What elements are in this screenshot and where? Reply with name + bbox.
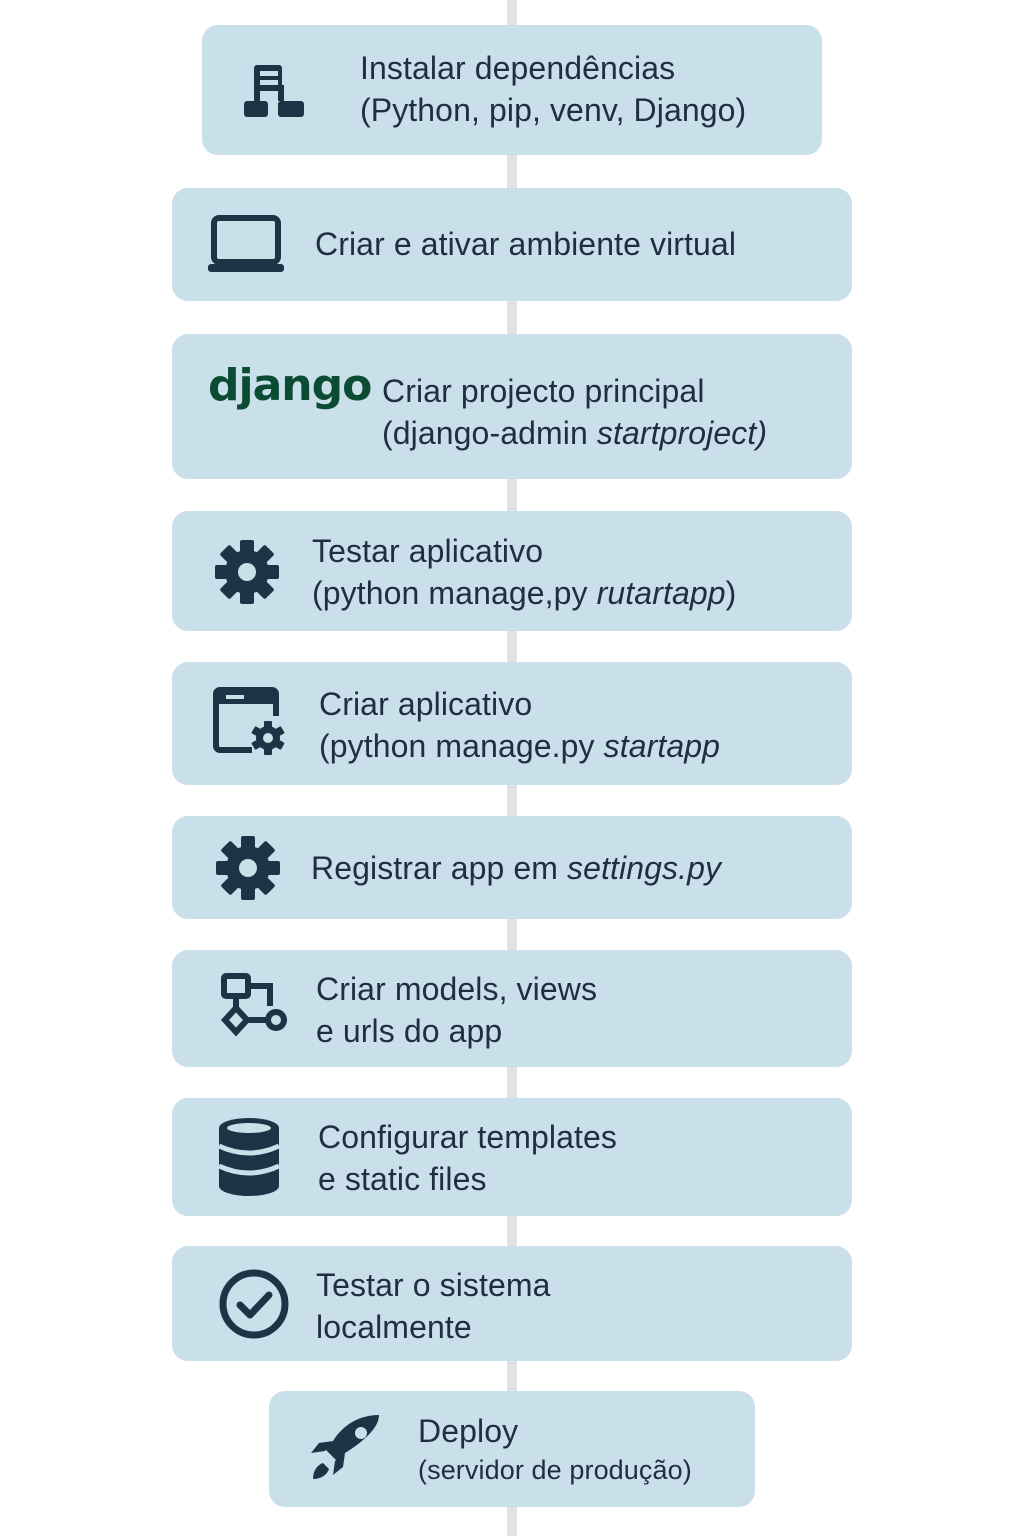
step-filename: settings.py bbox=[567, 850, 722, 886]
step-subtitle: (python manage.py bbox=[319, 728, 604, 764]
step-subtitle: (servidor de produção) bbox=[418, 1455, 692, 1485]
gear-icon bbox=[212, 537, 282, 607]
step-title: Criar models, views bbox=[316, 971, 598, 1007]
step-subtitle: (django-admin bbox=[382, 415, 597, 451]
step-title: Criar projecto principal bbox=[382, 373, 705, 409]
step-command: startapp bbox=[603, 728, 721, 764]
step-subtitle: localmente bbox=[316, 1309, 472, 1345]
step-title: Criar aplicativo bbox=[319, 686, 533, 722]
step-install-dependencies: Instalar dependências (Python, pip, venv… bbox=[202, 25, 822, 155]
step-configure-templates: Configurar templates e static files bbox=[172, 1098, 852, 1216]
step-title: Criar e ativar ambiente virtual bbox=[315, 226, 737, 262]
step-subtitle: e urls do app bbox=[316, 1013, 503, 1049]
step-create-app: Criar aplicativo (python manage.py start… bbox=[172, 662, 852, 785]
step-create-virtualenv: Criar e ativar ambiente virtual bbox=[172, 188, 852, 301]
step-deploy: Deploy (servidor de produção) bbox=[269, 1391, 755, 1507]
step-create-project: django Criar projecto principal (django-… bbox=[172, 334, 852, 479]
step-title: Configurar templates bbox=[318, 1119, 618, 1155]
gear-icon bbox=[213, 833, 283, 903]
sitemap-icon bbox=[240, 57, 310, 123]
step-title: Registrar app em bbox=[311, 850, 568, 886]
django-logo: django bbox=[208, 360, 372, 411]
step-title: Testar aplicativo bbox=[312, 533, 544, 569]
step-title: Instalar dependências bbox=[360, 50, 676, 86]
step-command: startproject) bbox=[596, 415, 768, 451]
step-title: Testar o sistema bbox=[316, 1267, 551, 1303]
rocket-icon bbox=[307, 1409, 387, 1489]
step-create-models-views-urls: Criar models, views e urls do app bbox=[172, 950, 852, 1067]
step-subtitle: (Python, pip, venv, Django) bbox=[360, 92, 747, 128]
workflow-icon bbox=[220, 972, 292, 1042]
step-test-locally: Testar o sistema localmente bbox=[172, 1246, 852, 1361]
step-subtitle: (python manage,py bbox=[312, 575, 597, 611]
step-subtitle: e static files bbox=[318, 1161, 487, 1197]
window-gear-icon bbox=[212, 686, 288, 758]
database-icon bbox=[216, 1116, 282, 1196]
step-register-app: Registrar app em settings.py bbox=[172, 816, 852, 919]
step-test-application: Testar aplicativo (python manage,py ruta… bbox=[172, 511, 852, 631]
check-circle-icon bbox=[216, 1266, 292, 1342]
step-title: Deploy bbox=[418, 1413, 519, 1449]
laptop-icon bbox=[206, 214, 286, 276]
step-command: rutartapp bbox=[596, 575, 726, 611]
step-subtitle-end: ) bbox=[725, 575, 737, 611]
